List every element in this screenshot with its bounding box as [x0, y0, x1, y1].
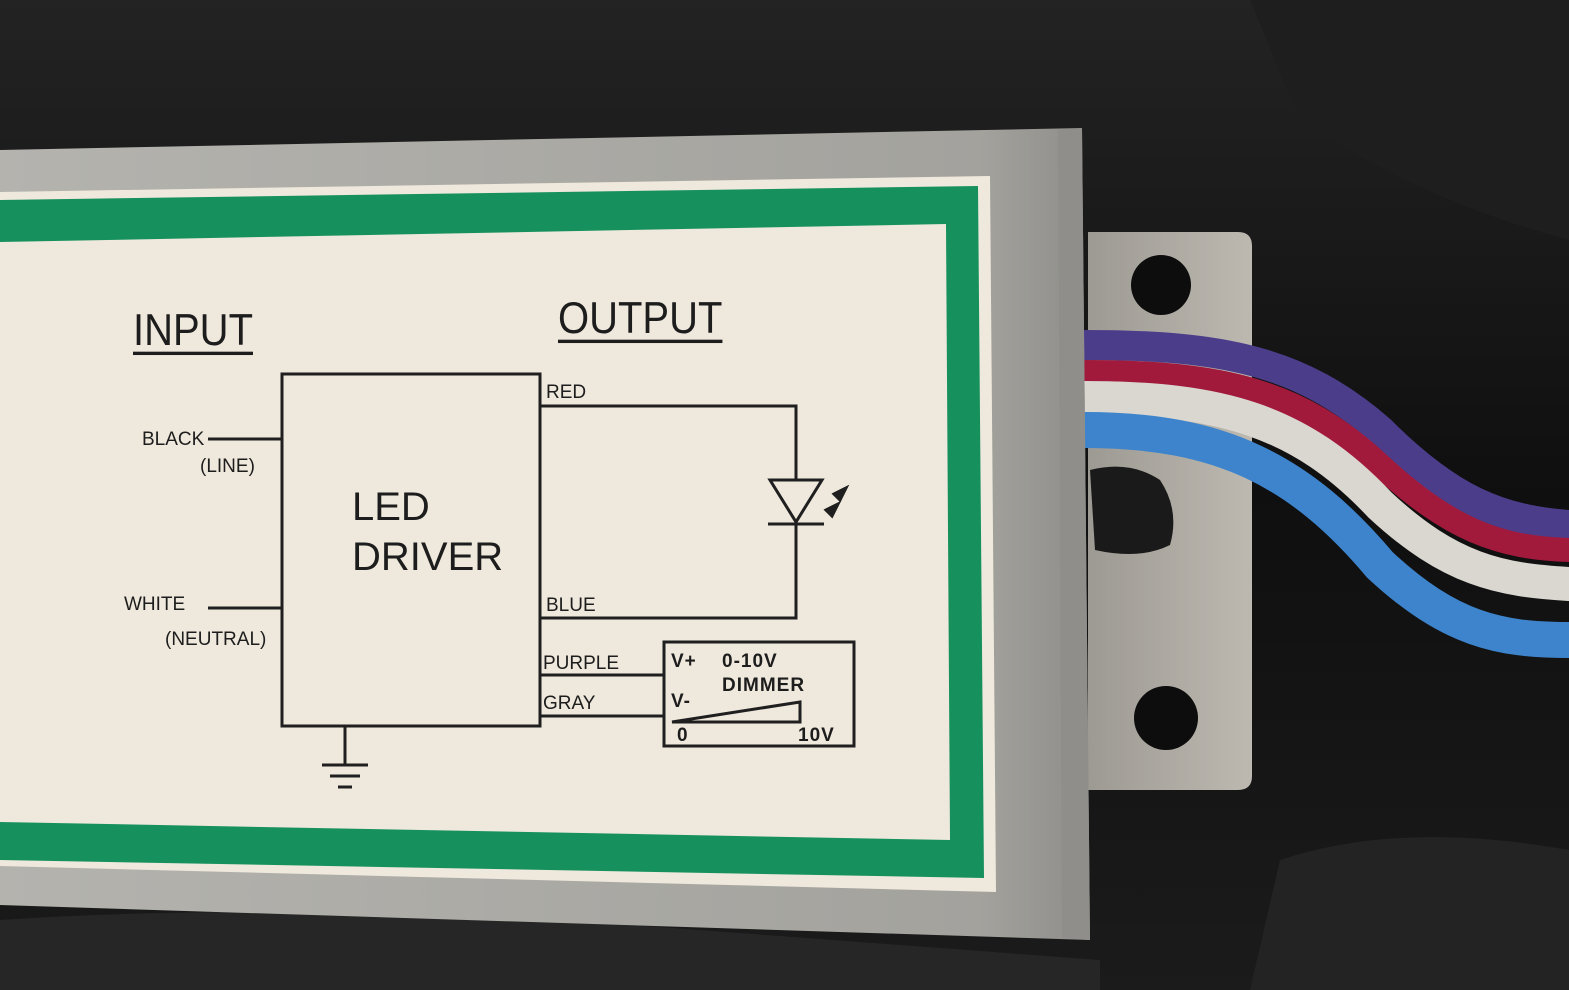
schematic [208, 372, 856, 789]
scale-min-label: 0 [677, 725, 689, 746]
bracket-hole-bottom [1134, 686, 1198, 750]
scale-max-label: 10V [798, 725, 835, 746]
purple-wire [1070, 330, 1569, 540]
background-plastic-right [1250, 837, 1569, 990]
led-diode-icon [767, 478, 850, 526]
blue-wire-label: BLUE [546, 595, 596, 616]
driver-title-line1: LED [352, 485, 430, 529]
v-plus-label: V+ [671, 651, 697, 672]
blue-wire [1067, 412, 1569, 658]
driver-box [280, 372, 542, 728]
dimmer-ramp [671, 700, 802, 724]
red-wire [1073, 360, 1569, 562]
dimmer-label: DIMMER [722, 675, 806, 696]
bracket-slot [1090, 466, 1174, 554]
black-wire-label: BLACK [142, 429, 205, 450]
output-heading: OUTPUT [558, 293, 723, 344]
background-fold [1250, 0, 1569, 240]
dimmer-box [662, 640, 856, 748]
purple-wire-label: PURPLE [543, 653, 620, 674]
white-wire [1068, 381, 1569, 601]
dimmer-range-label: 0-10V [722, 651, 778, 672]
input-heading: INPUT [133, 305, 253, 356]
line-label: (LINE) [200, 456, 255, 477]
housing-end-cap [1058, 128, 1090, 940]
label-sticker [0, 176, 996, 892]
blue-lead [540, 522, 798, 620]
red-lead [540, 404, 798, 480]
background-plastic [0, 912, 1100, 990]
bracket-hole-top [1131, 255, 1191, 315]
neutral-label: (NEUTRAL) [165, 629, 267, 650]
white-wire-label: WHITE [124, 594, 186, 615]
driver-title-line2: DRIVER [352, 535, 504, 579]
gray-wire-label: GRAY [543, 693, 596, 714]
v-minus-label: V- [671, 691, 691, 712]
red-wire-label: RED [546, 382, 587, 403]
wire-bundle [1067, 330, 1569, 658]
